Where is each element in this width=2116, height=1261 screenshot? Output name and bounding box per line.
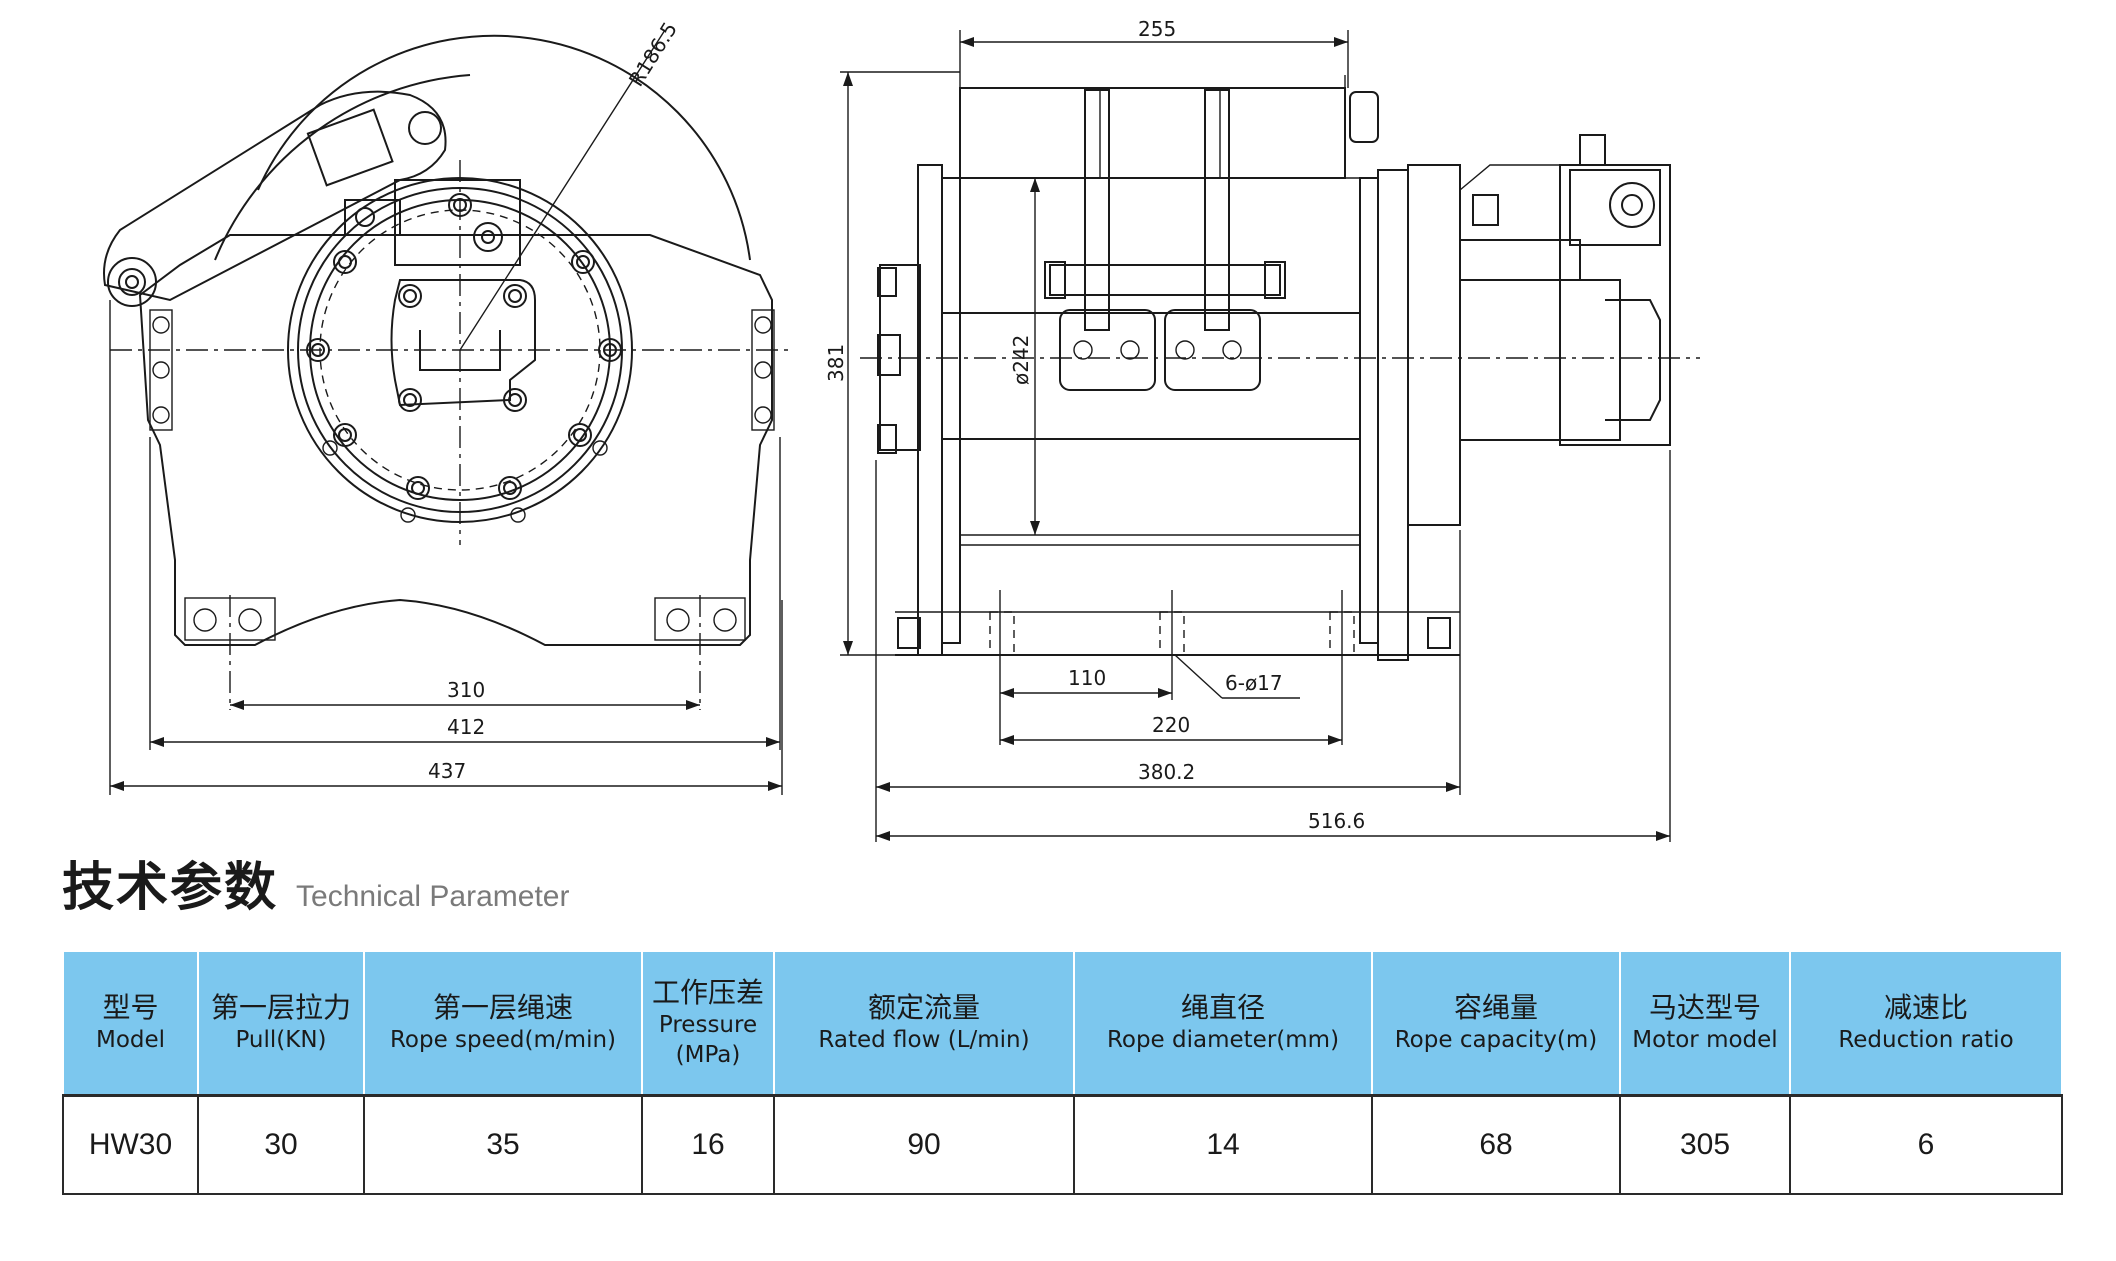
side-view: 255 [824, 17, 1700, 842]
header-model: 型号 Model [62, 952, 199, 1096]
radius-label: R186.5 [624, 18, 682, 91]
dim-380-2: 380.2 [1138, 760, 1195, 784]
drum-diameter: ø242 [1009, 335, 1033, 385]
dim-220: 220 [1152, 713, 1190, 737]
cell-pull: 30 [197, 1094, 365, 1195]
cell-rope-capacity: 68 [1371, 1094, 1621, 1195]
header-motor-model: 马达型号 Motor model [1619, 952, 1791, 1096]
table-row: HW30 30 35 16 90 14 68 305 6 [62, 1094, 2063, 1195]
dim-255: 255 [1138, 17, 1176, 41]
section-title: 技术参数 Technical Parameter [62, 850, 569, 920]
cell-reduction-ratio: 6 [1789, 1094, 2063, 1195]
header-rope-speed: 第一层绳速 Rope speed(m/min) [363, 952, 643, 1096]
header-pressure: 工作压差 Pressure (MPa) [641, 952, 775, 1096]
dim-381: 381 [824, 344, 848, 382]
cell-rope-diameter: 14 [1073, 1094, 1373, 1195]
dim-516-6: 516.6 [1308, 809, 1365, 833]
cell-rated-flow: 90 [773, 1094, 1075, 1195]
cell-pressure: 16 [641, 1094, 775, 1195]
spec-table: 型号 Model 第一层拉力 Pull(KN) 第一层绳速 Rope speed… [62, 952, 2063, 1195]
cell-motor-model: 305 [1619, 1094, 1791, 1195]
section-title-en: Technical Parameter [296, 880, 570, 913]
front-view: R186.5 310 412 437 [103, 18, 790, 795]
dim-110: 110 [1068, 666, 1106, 690]
header-rated-flow: 额定流量 Rated flow (L/min) [773, 952, 1075, 1096]
cell-rope-speed: 35 [363, 1094, 643, 1195]
header-pull: 第一层拉力 Pull(KN) [197, 952, 365, 1096]
dim-412: 412 [447, 715, 485, 739]
dim-437: 437 [428, 759, 466, 783]
dim-310: 310 [447, 678, 485, 702]
section-title-cn: 技术参数 [62, 858, 279, 918]
cell-model: HW30 [62, 1094, 199, 1195]
table-header-row: 型号 Model 第一层拉力 Pull(KN) 第一层绳速 Rope speed… [62, 952, 2063, 1096]
header-rope-diameter: 绳直径 Rope diameter(mm) [1073, 952, 1373, 1096]
header-reduction-ratio: 减速比 Reduction ratio [1789, 952, 2063, 1096]
bolt-hole-note: 6-ø17 [1225, 671, 1283, 695]
winch-technical-drawing: R186.5 310 412 437 255 [103, 17, 1700, 842]
header-rope-capacity: 容绳量 Rope capacity(m) [1371, 952, 1621, 1096]
